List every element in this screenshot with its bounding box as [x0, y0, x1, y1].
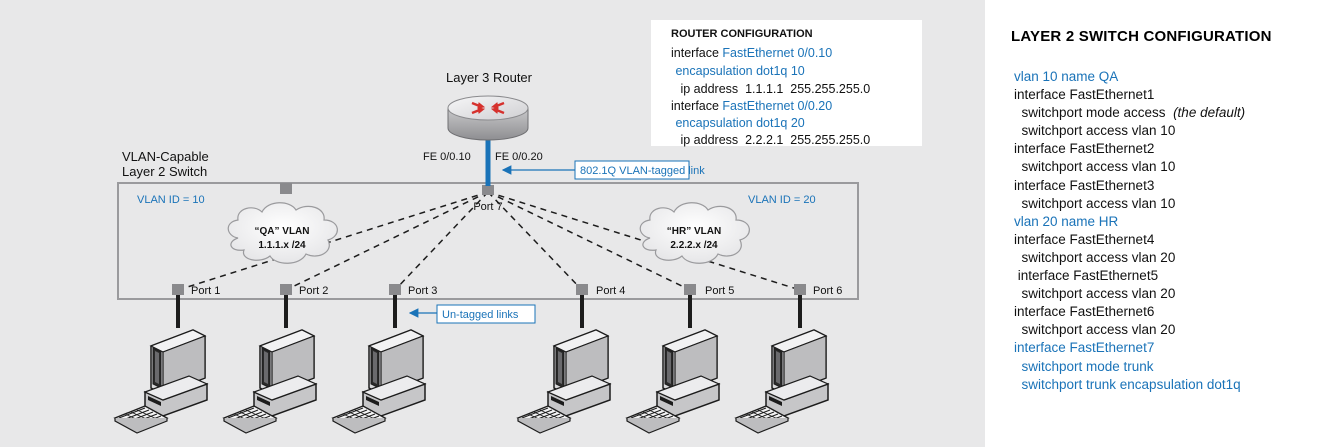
switch-config-line: switchport access vlan 20 — [1014, 249, 1176, 265]
router-config-title: ROUTER CONFIGURATION — [671, 28, 813, 40]
switch-config-line: switchport mode trunk — [1014, 358, 1154, 374]
port-7-label: Port 7 — [473, 201, 502, 213]
hr-vlan-subnet: 2.2.2.x /24 — [670, 240, 718, 251]
hr-vlan-name: “HR” VLAN — [667, 226, 721, 237]
router-label: Layer 3 Router — [446, 70, 533, 85]
subinterface-left-label: FE 0/0.10 — [423, 151, 471, 163]
router-config-line: interface FastEthernet 0/0.20 — [671, 99, 832, 113]
switch-config-line: interface FastEthernet1 — [1014, 87, 1155, 103]
port-4-label: Port 4 — [596, 285, 625, 297]
network-diagram-panel: Layer 3 Router ROUTER CONFIGURATION inte… — [0, 0, 985, 447]
port-5-label: Port 5 — [705, 285, 734, 297]
switch-config-line: switchport access vlan 20 — [1014, 322, 1176, 338]
network-diagram: Layer 3 Router ROUTER CONFIGURATION inte… — [114, 20, 922, 434]
switch-config-line: switchport access vlan 10 — [1014, 195, 1176, 211]
switch-config-line: interface FastEthernet6 — [1014, 304, 1155, 320]
switch-config-line: interface FastEthernet5 — [1014, 268, 1159, 284]
switch-config-line: switchport trunk encapsulation dot1q — [1014, 376, 1241, 392]
vlan-10-label: VLAN ID = 10 — [137, 194, 205, 206]
pc-icon — [735, 329, 829, 434]
qa-vlan-name: “QA” VLAN — [255, 226, 310, 237]
untagged-links — [176, 295, 802, 328]
trunk-callout-box — [574, 160, 690, 180]
switch-config-line: switchport access vlan 20 — [1014, 286, 1176, 302]
router-config-box — [651, 20, 922, 146]
router-icon — [447, 95, 529, 141]
switch-config-line: interface FastEthernet2 — [1014, 141, 1155, 157]
pc-icon — [223, 329, 317, 434]
switch-config-title: LAYER 2 SWITCH CONFIGURATION — [1011, 28, 1272, 45]
switch-config-line: vlan 20 name HR — [1014, 213, 1119, 229]
trunk-link-label: 802.1Q VLAN-tagged link — [580, 165, 705, 177]
pc-icon — [332, 329, 426, 434]
port-2-label: Port 2 — [299, 285, 328, 297]
vlan-dashed-links — [177, 191, 801, 291]
port-1-label: Port 1 — [191, 285, 220, 297]
pc-icon — [114, 329, 208, 434]
switch-config-line: interface FastEthernet7 — [1014, 340, 1155, 356]
subinterface-right-label: FE 0/0.20 — [495, 151, 543, 163]
router-config-line: encapsulation dot1q 10 — [672, 64, 805, 78]
port-6-label: Port 6 — [813, 285, 842, 297]
switch-label-line1: VLAN-Capable — [122, 149, 209, 164]
switch-port-square — [280, 183, 292, 194]
switch-config-line: vlan 10 name QA — [1014, 69, 1119, 84]
router-config-lines: interface FastEthernet 0/0.10 encapsulat… — [671, 46, 870, 147]
hr-vlan-cloud — [639, 202, 750, 264]
untagged-links-label: Un-tagged links — [442, 309, 519, 321]
switch-config-line: switchport access vlan 10 — [1014, 123, 1176, 139]
switch-config-line: interface FastEthernet4 — [1014, 231, 1155, 247]
router-config-line: interface FastEthernet 0/0.10 — [671, 46, 832, 60]
switch-config-panel — [994, 6, 1327, 440]
port-3-label: Port 3 — [408, 285, 437, 297]
port-squares — [172, 185, 806, 295]
router-config-line: ip address 1.1.1.1 255.255.255.0 — [677, 82, 870, 96]
pc-icon — [517, 329, 611, 434]
untagged-callout-box — [436, 304, 536, 324]
switch-label-line2: Layer 2 Switch — [122, 164, 207, 179]
qa-vlan-subnet: 1.1.1.x /24 — [258, 240, 306, 251]
router-config-line: ip address 2.2.2.1 255.255.255.0 — [677, 133, 870, 147]
switch-config-line: interface FastEthernet3 — [1014, 177, 1155, 193]
switch-config-lines: vlan 10 name QA interface FastEthernet1 s… — [1014, 68, 1245, 394]
qa-vlan-cloud — [227, 202, 338, 264]
pc-icon — [626, 329, 720, 434]
vlan-20-label: VLAN ID = 20 — [748, 194, 816, 206]
switch-config-line: switchport access vlan 10 — [1014, 159, 1176, 175]
router-config-line: encapsulation dot1q 20 — [672, 116, 805, 130]
switch-config-line: switchport mode access (the default) — [1014, 105, 1246, 121]
